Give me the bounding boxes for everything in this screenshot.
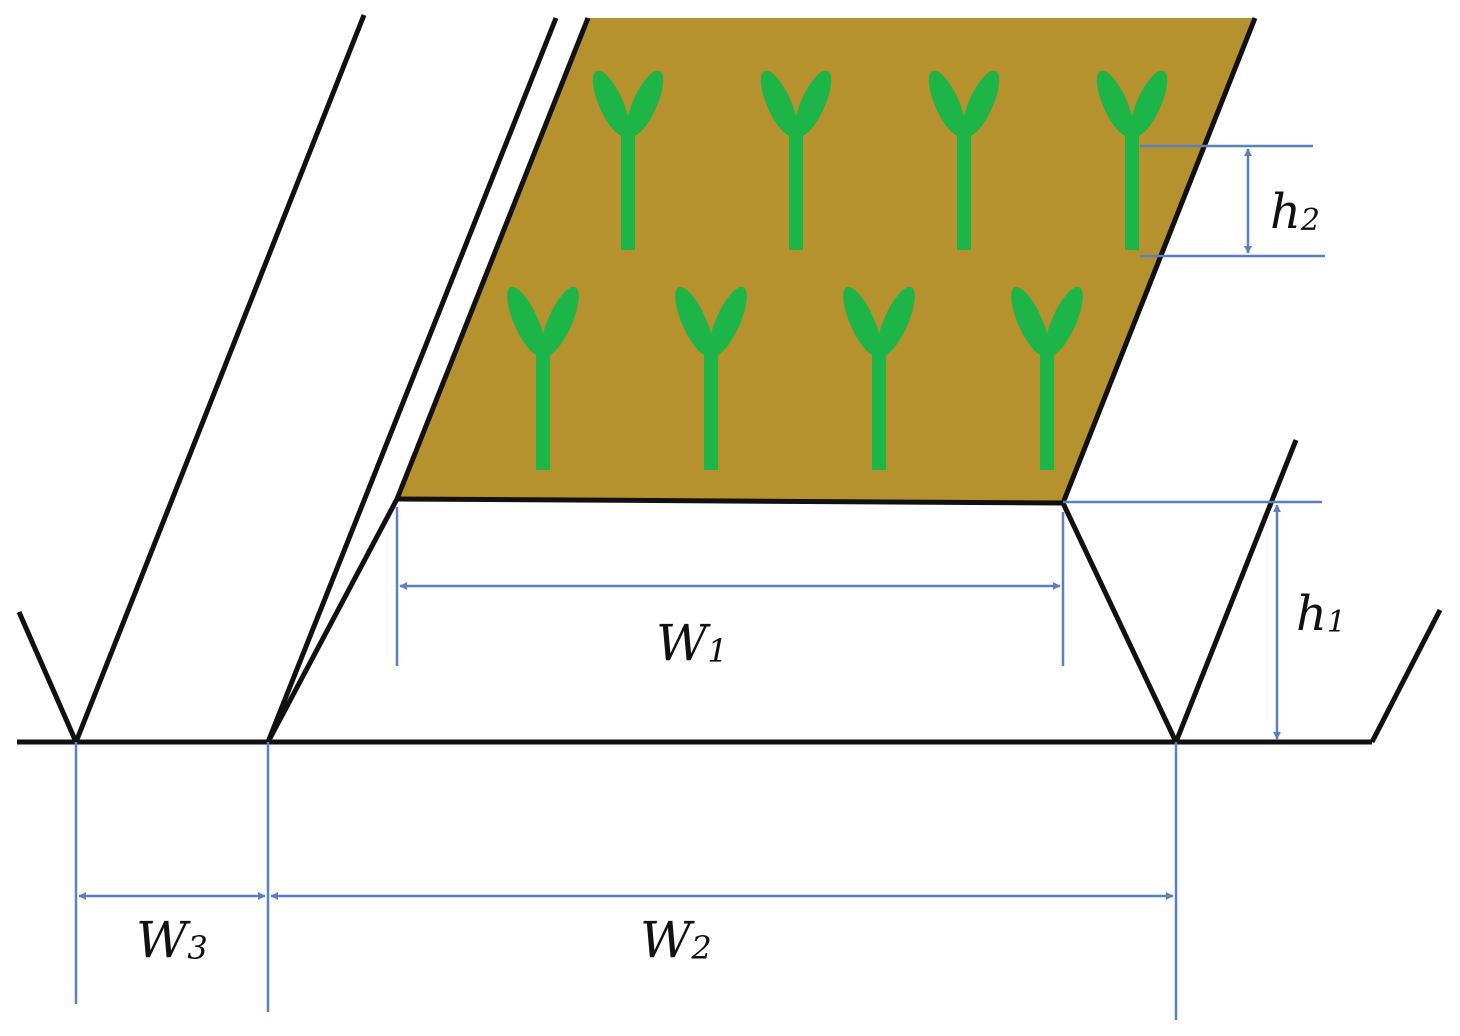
- seedling-stem: [536, 351, 550, 470]
- seedling-leaf-left: [928, 70, 966, 137]
- seedling-leaf-left: [760, 70, 798, 137]
- seedling-leaf-left: [1096, 70, 1134, 137]
- ridge-far-right-slope: [1369, 608, 1443, 744]
- seedling-leaf-right: [1045, 286, 1083, 357]
- seedling-leaf-right: [626, 70, 664, 137]
- seedling-stem: [789, 131, 803, 250]
- furrow-right-down-slope: [1060, 501, 1179, 744]
- ridge-left-long-slope: [73, 14, 367, 743]
- seedling-leaf-left: [592, 70, 630, 137]
- seedling: [592, 70, 664, 250]
- seedling-leaf-right: [877, 286, 915, 357]
- seedling-group: [507, 70, 1168, 470]
- label-w2: W2: [640, 911, 712, 969]
- seedling-leaf-right: [962, 70, 1000, 137]
- label-w3: W3: [136, 911, 208, 969]
- seedling-leaf-right: [541, 286, 579, 357]
- seedling-leaf-right: [709, 286, 747, 357]
- seedling: [843, 286, 915, 470]
- seedling-leaf-left: [675, 286, 713, 357]
- bed-bottom-edge: [396, 496, 1064, 506]
- seedling-stem: [704, 351, 718, 470]
- seedling: [928, 70, 1000, 250]
- furrow-left-slope: [265, 497, 400, 744]
- seedling-leaf-right: [1130, 70, 1168, 137]
- label-h1: h1: [1296, 586, 1346, 642]
- seedling: [675, 286, 747, 470]
- seedling-stem: [872, 351, 886, 470]
- bed-left-inner-edge: [265, 17, 559, 743]
- ridge-far-left-slope: [16, 610, 79, 744]
- seedling-stem: [957, 131, 971, 250]
- seedling-leaf-left: [843, 286, 881, 357]
- seedling: [760, 70, 832, 250]
- seedling-stem: [1040, 351, 1054, 470]
- seedling-stem: [621, 131, 635, 250]
- bed-left-edge: [394, 17, 591, 500]
- label-h2: h2: [1270, 184, 1320, 240]
- seedling: [507, 286, 579, 470]
- seedling-leaf-left: [507, 286, 545, 357]
- furrow-right-up-slope: [1173, 439, 1299, 743]
- seedling-leaf-right: [794, 70, 832, 137]
- seedling-leaf-left: [1011, 286, 1049, 357]
- dimension-lines: [74, 144, 1325, 1020]
- seedling: [1096, 70, 1168, 250]
- seedling-stem: [1125, 131, 1139, 250]
- bed-right-edge: [1060, 17, 1258, 504]
- ridge-outlines: [16, 14, 1443, 745]
- seedling: [1011, 286, 1083, 470]
- label-w1: W1: [656, 614, 728, 672]
